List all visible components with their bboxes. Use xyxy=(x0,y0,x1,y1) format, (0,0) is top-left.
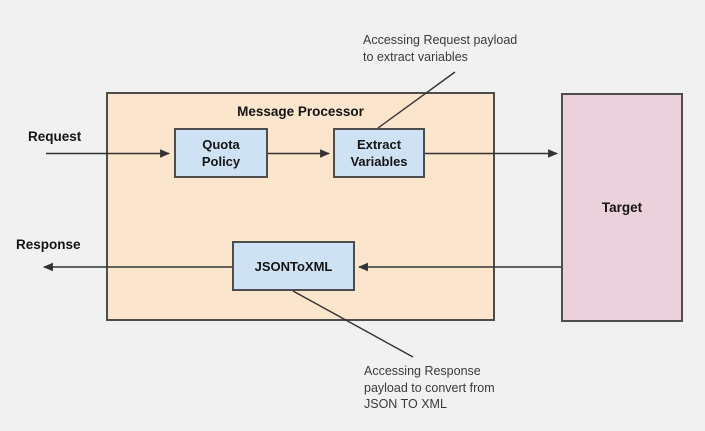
annotation-request-payload: Accessing Request payload to extract var… xyxy=(363,33,518,64)
target-label: Target xyxy=(601,200,643,215)
response-label: Response xyxy=(16,237,81,252)
extract-variables-node: Extract Variables xyxy=(333,128,425,178)
quota-policy-node: Quota Policy xyxy=(174,128,268,178)
request-label: Request xyxy=(28,129,82,144)
annotation-response-payload: Accessing Response payload to convert fr… xyxy=(364,364,495,411)
json-to-xml-node: JSONToXML xyxy=(232,241,355,291)
message-processor-title: Message Processor xyxy=(237,104,364,119)
quota-policy-label: Quota Policy xyxy=(201,137,241,169)
extract-variables-label: Extract Variables xyxy=(350,137,408,169)
target-box: Target xyxy=(561,93,683,322)
json-to-xml-label: JSONToXML xyxy=(254,258,333,274)
